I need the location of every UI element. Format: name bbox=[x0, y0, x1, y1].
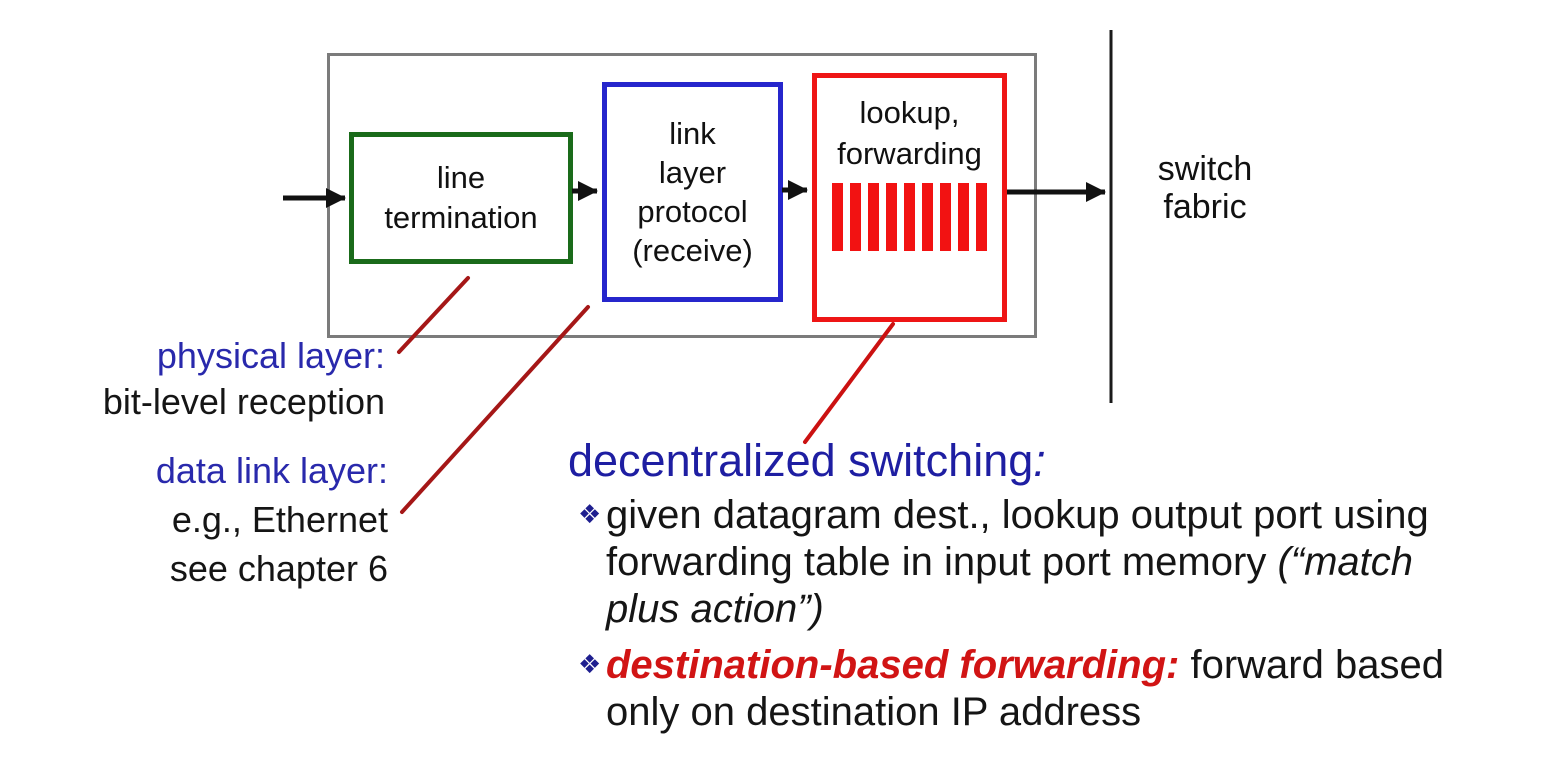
decentralized-switching-bullet-list: ❖ given datagram dest., lookup output po… bbox=[578, 492, 1493, 736]
bullet-lookup-output-port: ❖ given datagram dest., lookup output po… bbox=[578, 492, 1493, 633]
physical-layer-heading: physical layer: bbox=[156, 335, 385, 376]
line-termination-label-line2: termination bbox=[384, 200, 538, 235]
forwarding-table-bar bbox=[832, 183, 843, 251]
forwarding-table-bar bbox=[850, 183, 861, 251]
forwarding-table-bar bbox=[868, 183, 879, 251]
diamond-bullet-icon: ❖ bbox=[578, 499, 602, 529]
forwarding-table-bar bbox=[976, 183, 987, 251]
forwarding-table-bar bbox=[904, 183, 915, 251]
link-layer-protocol-box: link layer protocol (receive) bbox=[602, 82, 783, 302]
physical-layer-body: bit-level reception bbox=[102, 381, 385, 422]
leader-line-decentralized-switching bbox=[803, 322, 895, 444]
forwarding-table-bar bbox=[886, 183, 897, 251]
bullet-destination-based-forwarding: ❖ destination-based forwarding: forward … bbox=[578, 642, 1493, 736]
diamond-bullet-icon: ❖ bbox=[578, 649, 602, 679]
switch-fabric-label: switch fabric bbox=[1135, 150, 1275, 226]
lookup-forwarding-box: lookup, forwarding bbox=[812, 73, 1007, 322]
decentralized-switching-heading-text: decentralized switching bbox=[568, 435, 1034, 486]
bullet1-text-normal: given datagram dest., lookup output port… bbox=[606, 493, 1429, 584]
data-link-layer-body-line2: see chapter 6 bbox=[169, 548, 388, 589]
bullet2-text-normal: forward based only on destination IP add… bbox=[606, 643, 1444, 734]
switch-fabric-label-line1: switch bbox=[1157, 150, 1253, 188]
decentralized-switching-heading-colon: : bbox=[1033, 435, 1046, 486]
bullet2-text-red-italic: destination-based forwarding: bbox=[606, 643, 1180, 687]
link-layer-label-line4: (receive) bbox=[632, 233, 753, 268]
data-link-layer-heading: data link layer: bbox=[155, 450, 388, 491]
forwarding-table-bar bbox=[922, 183, 933, 251]
forwarding-table-bar bbox=[958, 183, 969, 251]
bullet1-text-italic: (“match plus action”) bbox=[606, 540, 1414, 631]
decentralized-switching-heading: decentralized switching: bbox=[568, 435, 1046, 487]
lookup-label-line1: lookup, bbox=[859, 95, 960, 130]
line-termination-label-line1: line bbox=[436, 160, 486, 195]
link-layer-label-line2: layer bbox=[658, 155, 727, 190]
physical-layer-annotation: physical layer: bit-level reception bbox=[20, 333, 385, 425]
lookup-label-line2: forwarding bbox=[837, 136, 982, 171]
switch-fabric-label-line2: fabric bbox=[1163, 188, 1247, 226]
data-link-layer-annotation: data link layer: e.g., Ethernet see chap… bbox=[20, 446, 388, 593]
forwarding-table-icon bbox=[832, 183, 987, 251]
line-termination-box: line termination bbox=[349, 132, 573, 264]
data-link-layer-body-line1: e.g., Ethernet bbox=[171, 499, 388, 540]
forwarding-table-bar bbox=[940, 183, 951, 251]
link-layer-label-line3: protocol bbox=[637, 194, 748, 229]
link-layer-label-line1: link bbox=[669, 116, 716, 151]
